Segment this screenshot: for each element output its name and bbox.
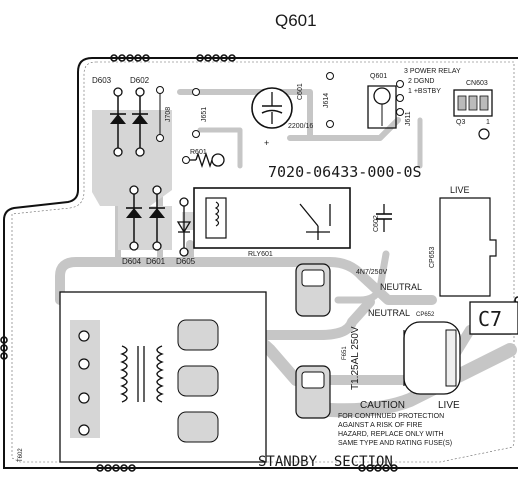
svg-text:J708: J708	[165, 107, 172, 122]
diode-d604: D604	[122, 190, 142, 266]
top-edge-pads	[110, 54, 236, 62]
diode-d602: D602	[130, 76, 150, 150]
svg-text:+: +	[264, 138, 269, 148]
jumper-j614: J614	[323, 72, 334, 128]
svg-text:C601: C601	[297, 83, 304, 100]
connector-cp652: NEUTRAL CP652	[368, 308, 461, 395]
svg-text:C602: C602	[373, 215, 380, 232]
capacitor-c601: + 2200/16 C601	[251, 83, 313, 148]
board-outline	[3, 57, 518, 469]
svg-text:C7: C7	[478, 307, 502, 331]
svg-text:RLY601: RLY601	[248, 251, 273, 258]
svg-text:4N7/250V: 4N7/250V	[356, 269, 387, 276]
svg-text:1 +BSTBY: 1 +BSTBY	[408, 88, 441, 95]
svg-text:SAME TYPE AND RATING FUSE(S): SAME TYPE AND RATING FUSE(S)	[338, 440, 452, 447]
transistor-q601: Q601	[367, 73, 404, 129]
svg-text:NEUTRAL: NEUTRAL	[368, 308, 410, 318]
section-label: STANDBY SECTION	[258, 454, 393, 470]
svg-text:D605: D605	[176, 257, 196, 266]
svg-text:Q3: Q3	[456, 119, 465, 126]
copper-pours	[92, 110, 194, 250]
svg-text:Q601: Q601	[370, 73, 387, 80]
svg-text:3 POWER RELAY: 3 POWER RELAY	[404, 68, 461, 75]
svg-text:1: 1	[486, 119, 490, 126]
svg-text:HAZARD, REPLACE ONLY WITH: HAZARD, REPLACE ONLY WITH	[338, 431, 444, 438]
diode-d605: D605	[176, 197, 196, 266]
caution-notice: CAUTION LIVE FOR CONTINUED PROTECTION AG…	[338, 400, 460, 447]
resistor-r601: R601	[182, 149, 225, 169]
svg-text:CP653: CP653	[429, 246, 436, 268]
svg-text:2200/16: 2200/16	[288, 123, 313, 130]
relay-pin-legend: 3 POWER RELAY 2 DGND 1 +BSTBY	[404, 68, 461, 95]
diode-pads-top	[113, 87, 145, 157]
capacitor-c602: C602 4N7/250V	[356, 204, 392, 276]
svg-text:J611: J611	[405, 111, 412, 126]
svg-text:J614: J614	[323, 93, 330, 108]
svg-text:T1.25AL 250V: T1.25AL 250V	[350, 326, 361, 390]
connector-cp653: LIVE CP653 NEUTRAL	[380, 185, 497, 297]
svg-text:D604: D604	[122, 257, 142, 266]
svg-text:D602: D602	[130, 76, 150, 85]
header-title: Q601	[275, 11, 317, 30]
connector-cn603: CN603 Q3 1	[453, 80, 493, 140]
relay-rly601: RLY601	[193, 187, 351, 258]
svg-text:FOR CONTINUED PROTECTION: FOR CONTINUED PROTECTION	[338, 413, 444, 420]
svg-text:LIVE: LIVE	[450, 185, 470, 195]
svg-text:T602: T602	[18, 448, 24, 462]
part-number: 7020-06433-000-0S	[268, 163, 422, 181]
svg-text:LIVE: LIVE	[438, 400, 460, 411]
svg-text:F651: F651	[342, 346, 348, 360]
jumper-j611: J611	[405, 111, 412, 126]
jumper-j708: J708	[156, 86, 172, 142]
diode-d601: D601	[146, 190, 166, 266]
svg-text:D603: D603	[92, 76, 112, 85]
transformer-t602: T602	[18, 291, 267, 463]
fuse-f651: F651 T1.25AL 250V	[295, 263, 361, 419]
svg-text:CN603: CN603	[466, 80, 488, 87]
svg-text:D601: D601	[146, 257, 166, 266]
reference-box-c7: C7	[469, 301, 518, 335]
svg-text:CAUTION: CAUTION	[360, 400, 405, 411]
svg-text:AGAINST A RISK OF FIRE: AGAINST A RISK OF FIRE	[338, 422, 423, 429]
svg-text:R601: R601	[190, 149, 207, 156]
svg-text:J651: J651	[201, 107, 208, 122]
diode-d603: D603	[92, 76, 126, 150]
board-outline-inner	[11, 61, 515, 463]
bottom-edge-pads	[96, 464, 398, 472]
svg-text:CP652: CP652	[416, 312, 435, 318]
svg-text:2 DGND: 2 DGND	[408, 78, 434, 85]
diode-pads-bottom	[129, 185, 162, 251]
jumper-j651: J651	[192, 88, 208, 138]
svg-text:NEUTRAL: NEUTRAL	[380, 282, 422, 292]
